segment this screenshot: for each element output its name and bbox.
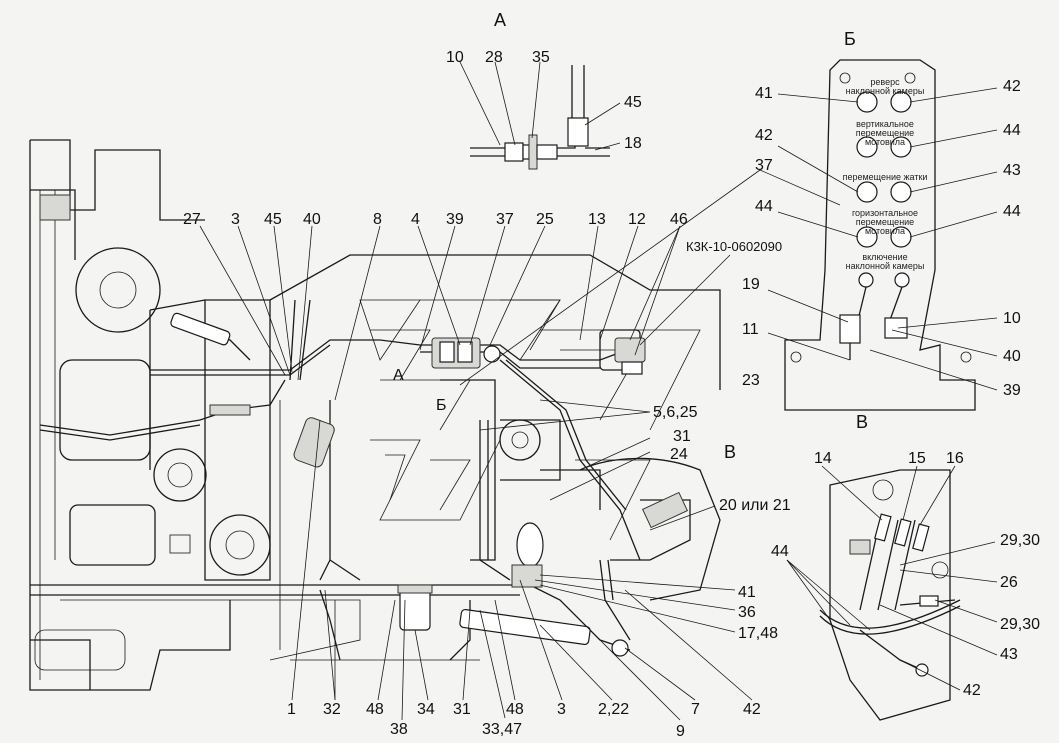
callout: 34 — [417, 701, 435, 718]
panel-label-vkl: включение — [862, 252, 908, 262]
callout: 29,30 — [1000, 616, 1041, 633]
callout: 25 — [536, 211, 554, 228]
callout: 3 — [231, 211, 240, 228]
callout: 33,47 — [482, 721, 523, 738]
callout: 45 — [624, 94, 642, 111]
callout: 48 — [506, 701, 524, 718]
callout: 42 — [755, 127, 773, 144]
callout: 39 — [1003, 382, 1021, 399]
arrow-a-label: А — [393, 367, 404, 384]
callout: 13 — [588, 211, 606, 228]
callout: 23 — [742, 372, 760, 389]
panel-label-horizontal: горизонтальное — [851, 208, 919, 218]
callout: 3 — [557, 701, 566, 718]
callout: 41 — [755, 85, 773, 102]
callout: 18 — [624, 135, 642, 152]
callout: 4 — [411, 211, 420, 228]
callout: 5,6,25 — [653, 404, 698, 421]
callout: 37 — [496, 211, 514, 228]
leader-lines — [199, 61, 998, 721]
view-b-title: Б — [844, 29, 856, 49]
arrow-b-label: Б — [436, 397, 447, 414]
callout: 7 — [691, 701, 700, 718]
panel-label-vkl-2: наклонной камеры — [845, 261, 925, 271]
callout: 44 — [1003, 203, 1021, 220]
callout: 28 — [485, 49, 503, 66]
view-v-drawing — [819, 469, 961, 721]
callout: 48 — [366, 701, 384, 718]
callout: 26 — [1000, 574, 1018, 591]
callout: 10 — [1003, 310, 1021, 327]
callout: 1 — [287, 701, 296, 718]
view-a-drawing — [470, 65, 610, 170]
callout: 11 — [742, 321, 759, 338]
callout: 43 — [1000, 646, 1018, 663]
callout: 12 — [628, 211, 646, 228]
callout: 9 — [676, 723, 685, 740]
view-v-marker: В — [724, 442, 737, 462]
components — [170, 312, 721, 657]
callout: 43 — [1003, 162, 1021, 179]
callout: 14 — [814, 450, 832, 467]
callout: 17,48 — [738, 625, 779, 642]
callout: 16 — [946, 450, 964, 467]
view-b-drawing — [784, 59, 976, 411]
callout: 35 — [532, 49, 550, 66]
callout: 8 — [373, 211, 382, 228]
panel-label-horizontal-2: перемещение мотовила — [855, 217, 915, 236]
callout: 29,30 — [1000, 532, 1041, 549]
chassis-frame — [29, 139, 721, 691]
panel-label-revers: реверс — [870, 77, 900, 87]
callout: 44 — [771, 543, 789, 560]
callout: 20 или 21 — [719, 497, 791, 514]
panel-label-revers-2: наклонной камеры — [845, 86, 925, 96]
callout: 40 — [303, 211, 321, 228]
callout: 38 — [390, 721, 408, 738]
panel-label-zhatka: перемещение жатки — [842, 172, 928, 182]
callout: 42 — [743, 701, 761, 718]
callout: 19 — [742, 276, 760, 293]
callout: 44 — [1003, 122, 1021, 139]
callout: 32 — [323, 701, 341, 718]
callout: 27 — [183, 211, 201, 228]
callout: 2,22 — [598, 701, 630, 718]
view-v-title: В — [856, 412, 869, 432]
callout: 15 — [908, 450, 926, 467]
callout: 39 — [446, 211, 464, 228]
view-a-title: А — [494, 10, 507, 30]
part-code: К3К-10-0602090 — [686, 239, 783, 254]
callout: 41 — [738, 584, 756, 601]
callout: 44 — [755, 198, 773, 215]
callout: 31 — [453, 701, 471, 718]
callout: 24 — [670, 446, 688, 463]
callout: 42 — [963, 682, 981, 699]
callout: 45 — [264, 211, 282, 228]
callout: 31 — [673, 428, 691, 445]
callout: 37 — [755, 157, 773, 174]
panel-label-vertical-2: перемещение мотовила — [855, 128, 915, 147]
callout: 36 — [738, 604, 756, 621]
panel-label-vertical: вертикальное — [856, 119, 914, 129]
callout: 46 — [670, 211, 688, 228]
callout: 10 — [446, 49, 464, 66]
callout: 40 — [1003, 348, 1021, 365]
callout: 42 — [1003, 78, 1021, 95]
